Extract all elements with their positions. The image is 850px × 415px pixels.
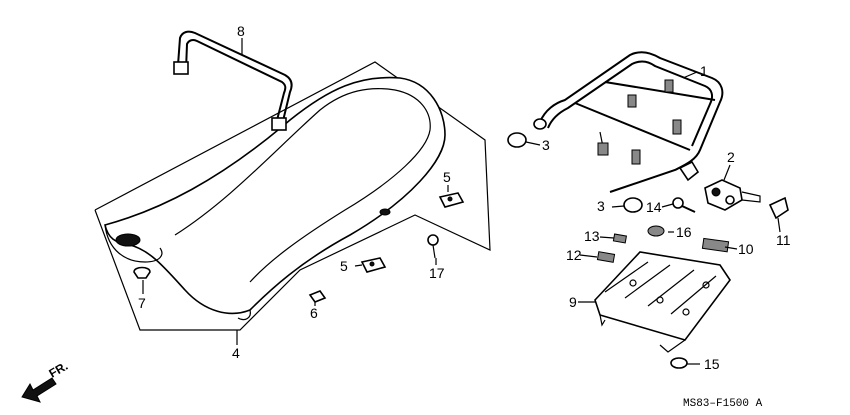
cap-lower <box>623 197 643 213</box>
front-direction-label: FR. <box>47 359 71 381</box>
seat-bolt-17 <box>427 234 439 259</box>
callout-17: 17 <box>429 265 445 281</box>
callout-5-upper: 5 <box>443 169 451 185</box>
callout-13: 13 <box>584 228 600 244</box>
sticker-13 <box>612 233 628 244</box>
callout-3-upper: 3 <box>542 137 550 153</box>
leader-lines <box>142 38 781 365</box>
key-tag <box>768 196 789 220</box>
callout-10: 10 <box>738 241 754 257</box>
callout-5-lower: 5 <box>340 258 348 274</box>
sticker-10 <box>701 237 730 253</box>
helmet-lock <box>704 179 761 211</box>
callout-1: 1 <box>700 63 708 79</box>
seat-grommet-6 <box>308 290 327 303</box>
seat <box>104 76 446 321</box>
callout-6: 6 <box>310 305 318 321</box>
nut-15 <box>670 357 688 369</box>
callout-3-lower: 3 <box>597 198 605 214</box>
cap-upper <box>507 132 527 148</box>
callout-2: 2 <box>727 149 735 165</box>
front-direction-arrow: FR. <box>21 359 71 403</box>
callout-15: 15 <box>704 356 720 372</box>
seat-fastener-7 <box>133 266 151 279</box>
callout-12: 12 <box>566 247 582 263</box>
callout-9: 9 <box>569 294 577 310</box>
callout-11: 11 <box>776 232 791 248</box>
grommet-16 <box>647 225 665 237</box>
callout-16: 16 <box>676 224 692 240</box>
bolt-14 <box>672 197 696 213</box>
rear-carrier <box>533 51 724 193</box>
tool-tray <box>594 251 731 353</box>
seat-clip-upper <box>438 192 465 208</box>
callout-7: 7 <box>138 295 146 311</box>
sticker-12 <box>596 251 616 263</box>
seat-clip-lower <box>360 257 387 273</box>
grab-strap <box>173 30 293 131</box>
diagram-code: MS83–F1500 A <box>683 398 763 410</box>
callout-4: 4 <box>232 345 240 361</box>
callout-14: 14 <box>646 199 662 215</box>
callout-8: 8 <box>237 23 245 39</box>
